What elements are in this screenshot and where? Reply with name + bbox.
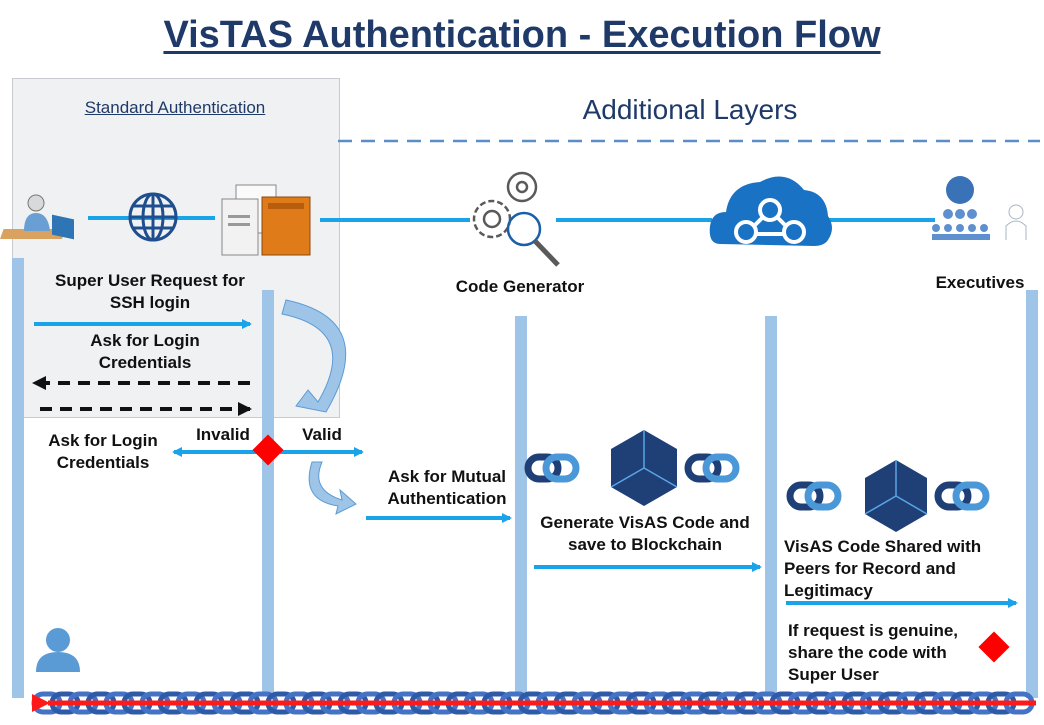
lifeline-server <box>262 290 274 692</box>
lifelines <box>12 258 1038 698</box>
lifeline-code-generator <box>515 316 527 692</box>
lifeline-executives <box>1026 290 1038 698</box>
user-at-computer-icon <box>0 194 74 240</box>
blockchain-icon-2 <box>786 460 990 532</box>
server-icon <box>221 184 311 256</box>
label-code-generator: Code Generator <box>455 277 585 296</box>
label-valid: Valid <box>302 425 342 444</box>
lifeline-blockchain-cloud <box>765 316 777 692</box>
label-executives: Executives <box>935 273 1025 292</box>
standard-authentication-label: Standard Authentication <box>84 98 266 117</box>
executives-icon <box>932 176 1027 240</box>
blockchain-icon <box>524 430 740 506</box>
gears-search-icon <box>472 171 560 267</box>
lifeline-super-user <box>12 258 24 698</box>
curved-arrow-mutual <box>308 461 357 515</box>
label-generate-code: Generate VisAS Code and save to Blockcha… <box>540 513 750 554</box>
label-ask-login-2: Ask for Login Credentials <box>48 431 158 472</box>
globe-icon <box>128 192 178 242</box>
label-ask-login-1: Ask for Login Credentials <box>90 331 200 372</box>
label-code-shared: VisAS Code Shared with Peers for Record … <box>784 537 982 600</box>
decision-diamond-icon <box>252 434 284 466</box>
label-super-user: Super User Request for SSH login <box>55 271 245 312</box>
person-icon <box>36 628 80 672</box>
decision-diamond-icon-2 <box>978 631 1010 663</box>
additional-layers-label: Additional Layers <box>582 94 798 125</box>
label-mutual-auth: Ask for Mutual Authentication <box>387 467 507 508</box>
label-invalid: Invalid <box>196 425 250 444</box>
curved-arrow-server <box>281 299 347 413</box>
label-genuine: If request is genuine, share the code wi… <box>788 621 959 684</box>
cloud-network-icon <box>709 176 832 246</box>
diagram-title: VisTAS Authentication - Execution Flow <box>163 14 881 56</box>
